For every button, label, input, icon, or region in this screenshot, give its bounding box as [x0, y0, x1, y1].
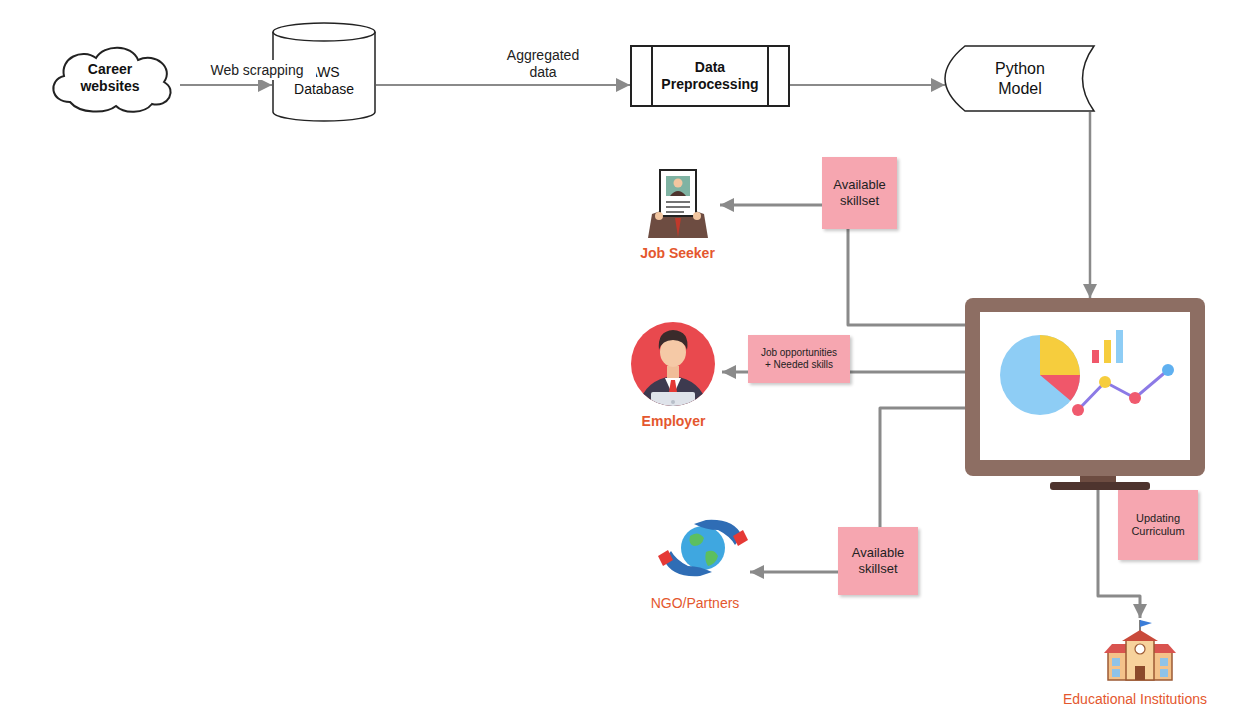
connector-arrow [376, 84, 630, 86]
actor-label: NGO/Partners [651, 595, 740, 612]
monitor-illustration-part [1000, 335, 1080, 415]
connector-arrow [180, 84, 272, 86]
monitor-illustration-part [980, 312, 1190, 460]
model-store-outline [945, 45, 1095, 112]
monitor-illustration-part [1050, 482, 1150, 490]
edge-label-patch: Web scrapping [198, 60, 316, 80]
monitor-illustration-part [965, 298, 1205, 476]
school-icon-part [1160, 669, 1168, 677]
school-icon-part [1112, 658, 1120, 666]
job-seeker-icon-part [666, 176, 690, 196]
ngo-icon-part [733, 530, 748, 546]
connector-arrow [1089, 112, 1092, 298]
edge-label-patch: Aggregated data [497, 46, 589, 82]
process-side-bar [767, 46, 769, 106]
ngo-icon-part [690, 533, 705, 546]
school-icon-part [1104, 644, 1176, 653]
employer-figure-part [651, 392, 695, 414]
sticky-note: Updating Curriculum [1118, 490, 1198, 560]
job-seeker-icon-part [693, 212, 701, 220]
edge-label: Aggregated data [498, 47, 588, 81]
model-label: Python Model [980, 59, 1060, 97]
dashboard-monitor [965, 298, 1205, 490]
actor-employer: Employer [625, 322, 722, 430]
job-seeker-icon-part [674, 179, 683, 188]
ngo-icon [658, 520, 748, 576]
edge-label: Job opportunities + Needed skills [759, 347, 839, 371]
ngo-icon-part [681, 526, 725, 570]
connector-arrow [790, 84, 945, 86]
edge-label: Available skillset [828, 177, 892, 208]
model-store: Python Model [945, 45, 1095, 112]
school-icon [1104, 620, 1176, 680]
employer-figure-part [671, 400, 675, 404]
store-outline [945, 46, 1094, 111]
job-seeker-icon-part [675, 218, 681, 237]
ngo-icon-part [664, 551, 712, 576]
job-seeker-icon [648, 170, 708, 238]
process-label: Data Preprocessing [658, 59, 762, 93]
actor-ngo: NGO/Partners [640, 518, 750, 612]
ngo-icon-part [658, 550, 673, 566]
monitor-illustration-part [1092, 350, 1099, 363]
job-seeker-icon-part [655, 212, 663, 220]
actor-job-seeker: Job Seeker [635, 165, 720, 262]
monitor-illustration-part [1116, 330, 1123, 363]
job-seeker-icon-part [660, 170, 696, 216]
monitor-illustration-part [1104, 340, 1111, 363]
cloud-outline [53, 48, 170, 112]
employer-figure [638, 330, 708, 414]
school-icon-part [1135, 666, 1145, 680]
actor-label: Job Seeker [640, 245, 715, 262]
job-seeker-icon-part [666, 211, 684, 213]
process-outline [631, 46, 789, 106]
cylinder-top [273, 23, 375, 41]
actor-education: Educational Institutions [1045, 618, 1225, 708]
job-seeker-icon-part [670, 191, 686, 196]
monitor-illustration-part [1162, 364, 1174, 376]
ngo-icon-part [705, 551, 718, 566]
employer-icon [631, 322, 715, 414]
monitor-illustration-part [1040, 335, 1080, 375]
school-icon-part [1122, 630, 1158, 641]
edge-label: Web scrapping [210, 62, 303, 79]
process-side-bar [651, 46, 653, 106]
school-icon-part [1160, 658, 1168, 666]
monitor-illustration-part [1129, 392, 1141, 404]
source-label: Career websites [70, 61, 150, 95]
job-seeker-icon-part [666, 201, 690, 203]
employer-figure-part [667, 366, 679, 378]
school-icon-part [1126, 640, 1154, 680]
school-icon-part [1135, 644, 1145, 654]
monitor-illustration-part [1040, 375, 1080, 401]
actor-label: Educational Institutions [1063, 691, 1207, 708]
school-icon-part [1112, 669, 1120, 677]
monitor-illustration-part [1072, 404, 1084, 416]
job-seeker-icon-part [666, 206, 690, 208]
sticky-note: Job opportunities + Needed skills [748, 335, 850, 383]
employer-figure-part [659, 330, 688, 350]
actor-label: Employer [642, 413, 706, 430]
cloud-shape: Career websites [40, 40, 180, 115]
sticky-note: Available skillset [822, 157, 897, 229]
process-box: Data Preprocessing [630, 45, 790, 107]
edge-label: Updating Curriculum [1123, 512, 1193, 538]
monitor-illustration-part [1099, 376, 1111, 388]
monitor-illustration-part [1078, 370, 1168, 410]
school-icon-part [1140, 620, 1152, 627]
edge-label: Available skillset [844, 545, 912, 576]
sticky-note: Available skillset [838, 527, 918, 595]
monitor-illustration [965, 298, 1205, 490]
ngo-icon-part [694, 520, 742, 545]
